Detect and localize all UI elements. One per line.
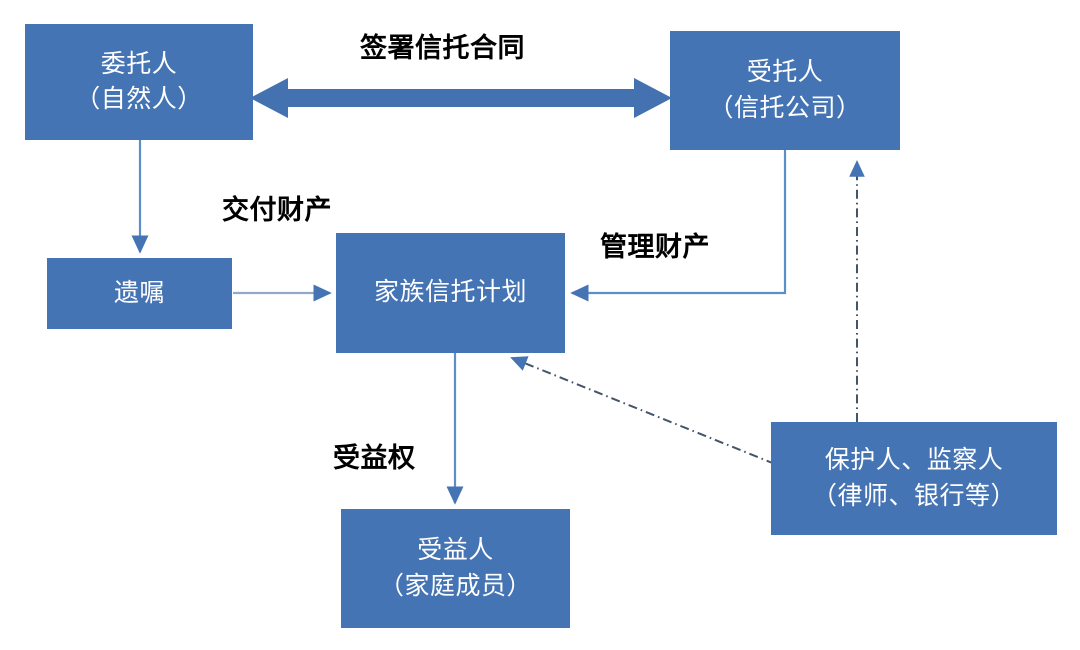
node-protector-line2: （律师、银行等） (811, 481, 1016, 510)
node-will-line1: 遗嘱 (113, 278, 165, 307)
edge-label-deliver-property: 交付财产 (222, 195, 332, 225)
edge-label-benefit-right: 受益权 (333, 443, 416, 473)
edge-label-manage-property: 管理财产 (600, 232, 710, 262)
node-beneficiary-line1: 受益人 (417, 536, 494, 564)
node-settlor[interactable]: 委托人 （自然人） (25, 24, 253, 140)
node-trust-plan[interactable]: 家族信托计划 (336, 233, 565, 353)
node-settlor-line2: （自然人） (75, 85, 203, 113)
node-protector[interactable]: 保护人、监察人 （律师、银行等） (771, 422, 1057, 535)
node-settlor-line1: 委托人 (100, 49, 178, 78)
node-will[interactable]: 遗嘱 (47, 258, 232, 329)
node-trustee-line2: （信托公司） (708, 93, 862, 122)
edge-manage-property (570, 150, 787, 302)
node-trust-plan-line1: 家族信托计划 (373, 278, 527, 307)
node-trustee[interactable]: 受托人 （信托公司） (670, 31, 900, 150)
edge-protector-to-plan (510, 356, 776, 465)
node-beneficiary[interactable]: 受益人 （家庭成员） (341, 509, 570, 628)
edge-sign-contract (250, 78, 672, 118)
node-protector-line1: 保护人、监察人 (824, 446, 1004, 474)
node-beneficiary-line2: （家庭成员） (378, 571, 532, 600)
edge-label-sign-contract: 签署信托合同 (360, 33, 525, 63)
node-trustee-line1: 受托人 (746, 58, 824, 86)
